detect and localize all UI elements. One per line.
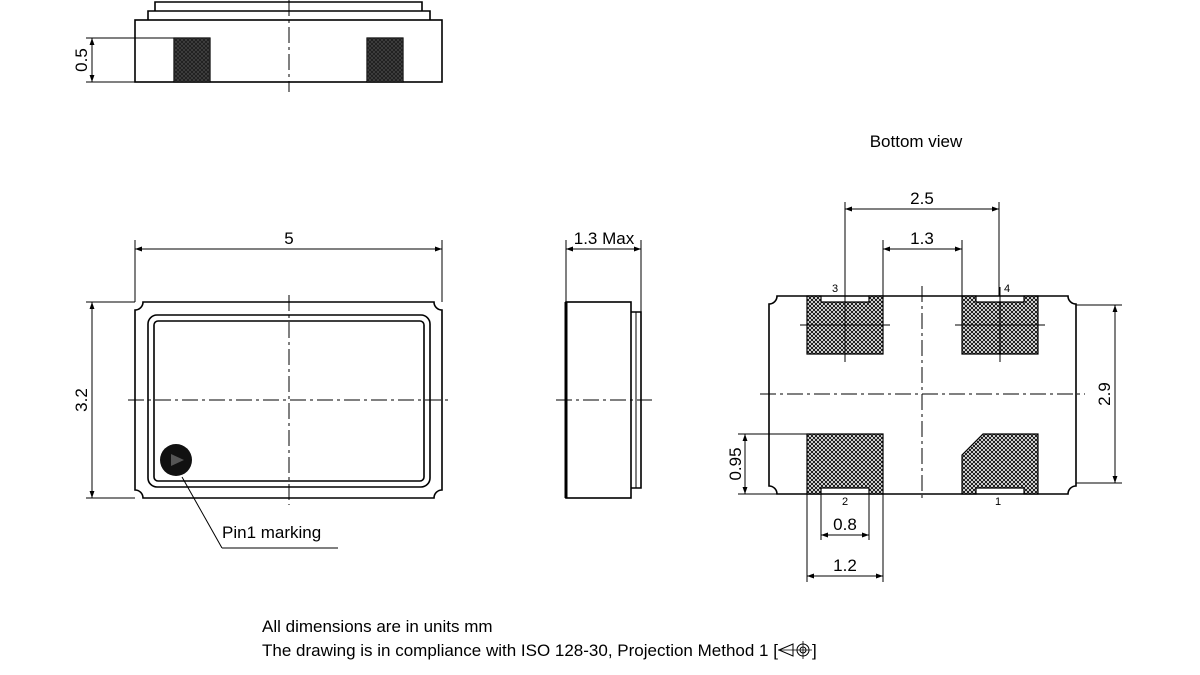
pad-1 — [961, 433, 1039, 495]
side-view-top: 0.5 — [72, 0, 443, 92]
compliance-note-text: The drawing is in compliance with ISO 12… — [262, 641, 778, 660]
dim-top-height-label: 3.2 — [72, 388, 91, 412]
compliance-note-end: ] — [811, 641, 817, 660]
units-note: All dimensions are in units mm — [262, 617, 493, 636]
dim-pad-inner-width-label: 0.8 — [833, 515, 857, 534]
bottom-view: Bottom view 3 4 2 1 2.5 1.3 — [726, 132, 1122, 582]
dim-pad-height-label: 0.95 — [726, 447, 745, 480]
dim-pad-span-inner-label: 1.3 — [910, 229, 934, 248]
bottom-view-title: Bottom view — [870, 132, 963, 151]
pin1-marking-label: Pin1 marking — [222, 523, 321, 542]
pin-2-label: 2 — [842, 496, 848, 508]
compliance-note: The drawing is in compliance with ISO 12… — [262, 641, 817, 661]
dim-thickness-label: 1.3 Max — [574, 229, 635, 248]
bottom-view-body — [768, 295, 1077, 495]
dim-side-height-label: 0.5 — [72, 48, 91, 72]
dim-pad-width-label: 1.2 — [833, 556, 857, 575]
dim-pad-area-height-label: 2.9 — [1095, 382, 1114, 406]
pin-1-label: 1 — [995, 496, 1001, 508]
top-view: Pin1 marking 5 3.2 — [72, 229, 452, 549]
side-view-middle: 1.3 Max — [556, 229, 652, 499]
top-view-lid-inner — [153, 320, 425, 482]
projection-symbol-icon — [777, 641, 812, 659]
top-view-body — [134, 301, 443, 499]
dim-pad-span-outer-label: 2.5 — [910, 189, 934, 208]
dim-top-width-label: 5 — [284, 229, 293, 248]
pin-3-label: 3 — [832, 283, 838, 295]
pad-2 — [806, 433, 884, 495]
pin-4-label: 4 — [1004, 283, 1010, 295]
